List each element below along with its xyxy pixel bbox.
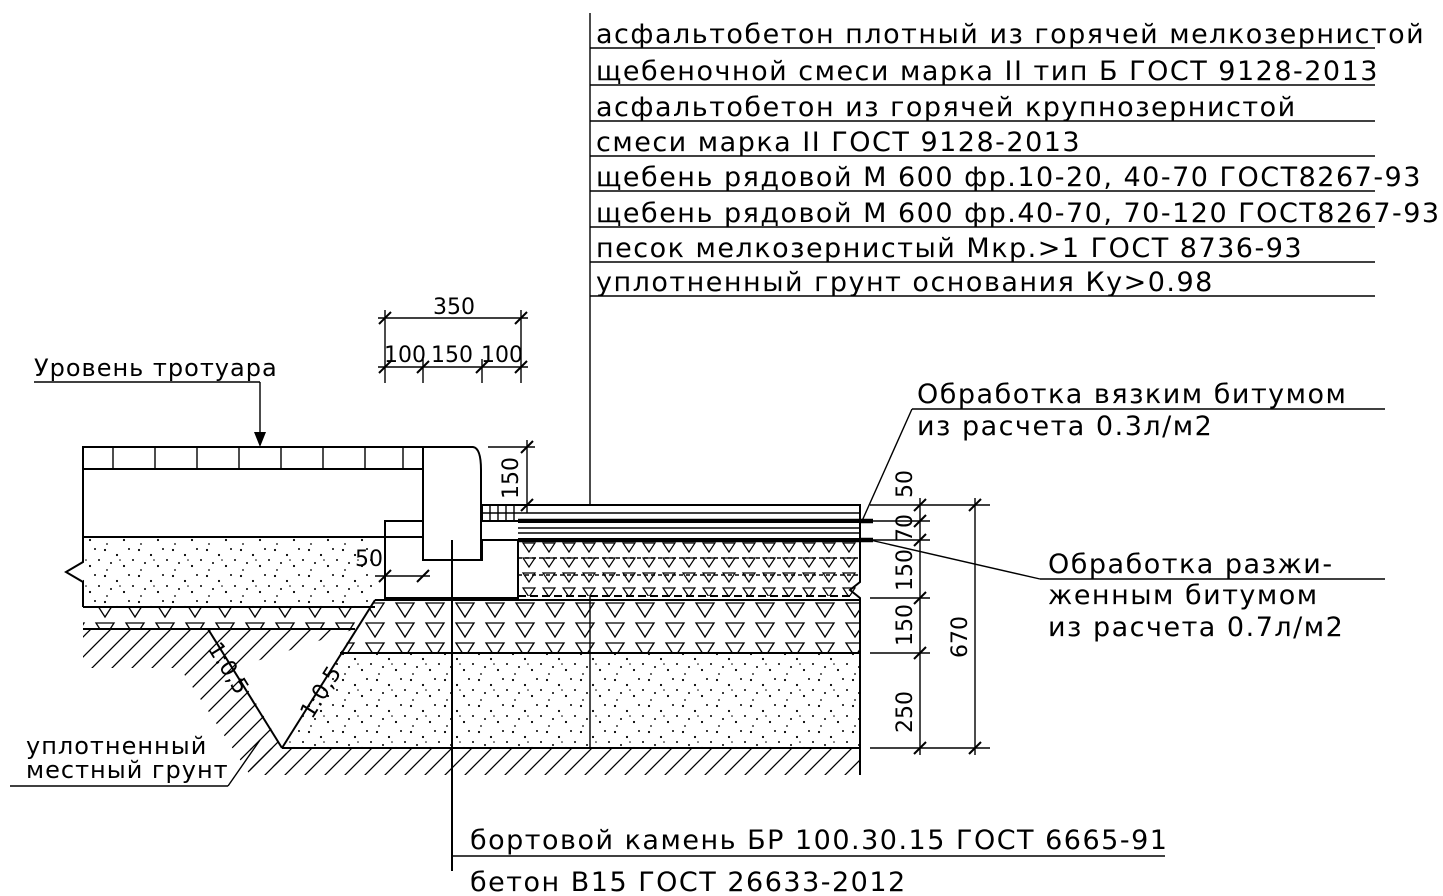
curb-stone-label: бортовой камень БР 100.30.15 ГОСТ 6665-9… — [470, 825, 1168, 856]
legend-item-2: щебеночной смеси марка II тип Б ГОСТ 912… — [596, 56, 1379, 87]
compacted-soil-label-1: уплотненный — [26, 732, 207, 760]
liquid-bitumen-label-2: женным битумом — [1048, 580, 1319, 611]
legend-item-3: асфальтобетон из горячей крупнозернистой — [596, 92, 1297, 123]
sidewalk-level-callout: Уровень тротуара — [34, 354, 278, 447]
viscous-bitumen-label-2: из расчета 0.3л/м2 — [917, 411, 1213, 442]
dim-670: 670 — [948, 616, 973, 658]
dim-350: 350 — [433, 295, 475, 320]
concrete-label: бетон В15 ГОСТ 26633-2012 — [470, 867, 907, 896]
road-pavement-layers — [180, 504, 873, 775]
compacted-soil-callout: уплотненный местный грунт — [10, 732, 261, 787]
top-dimensions: 350 100 150 100 — [378, 295, 528, 383]
dim-100-right: 100 — [481, 343, 523, 368]
sidewalk-structure — [64, 446, 424, 668]
dim-70: 70 — [893, 514, 918, 542]
legend-item-4: смеси марка II ГОСТ 9128-2013 — [596, 127, 1081, 158]
legend-item-8: уплотненный грунт основания Ку>0.98 — [596, 267, 1214, 298]
liquid-bitumen-label-3: из расчета 0.7л/м2 — [1048, 612, 1344, 643]
legend-item-1: асфальтобетон плотный из горячей мелкозе… — [596, 19, 1425, 50]
dim-50: 50 — [893, 470, 918, 498]
liquid-bitumen-label-1: Обработка разжи- — [1048, 549, 1334, 580]
curb-concrete-callout: бортовой камень БР 100.30.15 ГОСТ 6665-9… — [452, 825, 1168, 896]
dim-150-mid: 150 — [431, 343, 473, 368]
dim-100-left: 100 — [384, 343, 426, 368]
dim-50-side: 50 — [355, 547, 383, 572]
layer-thickness-dimensions: 50 70 150 150 250 670 — [870, 470, 990, 755]
dim-150-b: 150 — [893, 604, 918, 646]
dim-250: 250 — [893, 691, 918, 733]
legend-item-6: щебень рядовой М 600 фр.40-70, 70-120 ГО… — [596, 198, 1441, 229]
layers-legend: асфальтобетон плотный из горячей мелкозе… — [589, 13, 1441, 505]
dim-150-a: 150 — [893, 549, 918, 591]
legend-item-5: щебень рядовой М 600 фр.10-20, 40-70 ГОС… — [596, 162, 1422, 193]
viscous-bitumen-label-1: Обработка вязким битумом — [917, 379, 1347, 410]
viscous-bitumen-callout: Обработка вязким битумом из расчета 0.3л… — [861, 379, 1385, 522]
dim-150-curb: 150 — [499, 457, 524, 499]
sidewalk-level-label: Уровень тротуара — [34, 354, 278, 382]
curb-dimensions: 150 50 — [355, 440, 535, 583]
legend-item-7: песок мелкозернистый Мкр.>1 ГОСТ 8736-93 — [596, 233, 1303, 264]
liquid-bitumen-callout: Обработка разжи- женным битумом из расче… — [869, 539, 1385, 643]
compacted-soil-label-2: местный грунт — [26, 756, 229, 784]
